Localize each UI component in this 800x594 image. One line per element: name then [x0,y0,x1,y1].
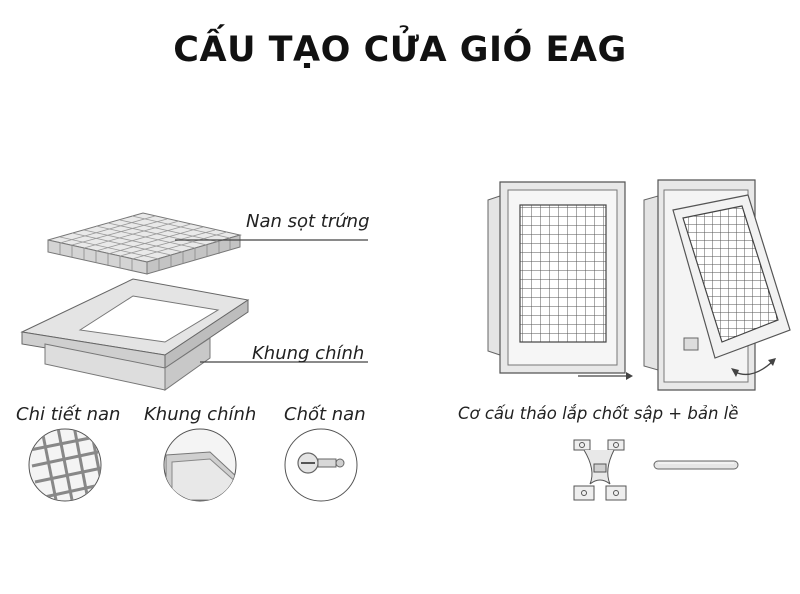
detail-circle-blade [28,428,102,502]
rotate-arrow-icon [734,361,773,376]
label-blade-pin: Chốt nan [284,404,366,425]
hinge-rod-illustration [653,460,739,470]
rotate-arrowhead-left [731,368,739,377]
grille-open-illustration [643,179,791,391]
grille-closed-illustration [487,181,626,374]
rotate-arrowhead-right [768,358,776,366]
detail-circle-main-frame [163,428,237,502]
label-main-frame: Khung chính [252,343,365,364]
label-egg-crate: Nan sọt trứng [246,211,370,232]
detail-circle-pin [284,428,358,502]
label-mechanism: Cơ cấu tháo lắp chốt sập + bản lề [458,404,739,423]
label-detail-blade: Chi tiết nan [16,404,121,425]
label-main-frame-detail: Khung chính [144,404,257,425]
egg-crate-illustration [47,212,242,275]
page-title: CẤU TẠO CỬA GIÓ EAG [173,30,627,70]
arrow-right-icon [626,372,633,380]
main-frame-illustration [20,278,250,391]
latch-clip-illustration [573,439,627,501]
